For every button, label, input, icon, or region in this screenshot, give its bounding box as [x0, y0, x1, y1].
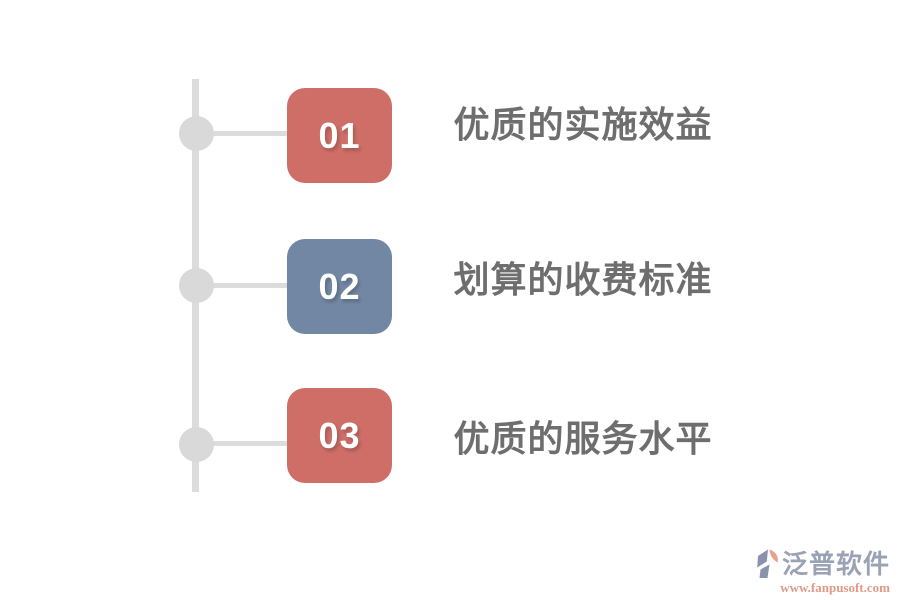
timeline-node [179, 427, 214, 462]
fanpu-logo-icon [757, 549, 778, 578]
watermark-url-text: www.fanpusoft.com [780, 580, 890, 595]
watermark-brand-text: 泛普软件 [781, 548, 890, 579]
number-badge-03: 03 [287, 388, 392, 483]
brand-watermark: 泛普软件 www.fanpusoft.com [756, 548, 890, 594]
item-label-3: 优质的服务水平 [453, 418, 713, 459]
timeline-connector [200, 131, 288, 136]
timeline-connector [200, 283, 288, 288]
badge-number-label: 03 [318, 414, 361, 456]
item-label-2: 划算的收费标准 [453, 259, 713, 300]
timeline-node [179, 116, 214, 151]
badge-number-label: 02 [318, 265, 361, 307]
badge-number-label: 01 [318, 114, 361, 156]
timeline-node [179, 268, 214, 303]
timeline-connector [200, 441, 288, 446]
number-badge-01: 01 [287, 88, 392, 183]
number-badge-02: 02 [287, 239, 392, 334]
item-label-1: 优质的实施效益 [453, 104, 713, 145]
watermark-brand-row: 泛普软件 [756, 548, 890, 579]
